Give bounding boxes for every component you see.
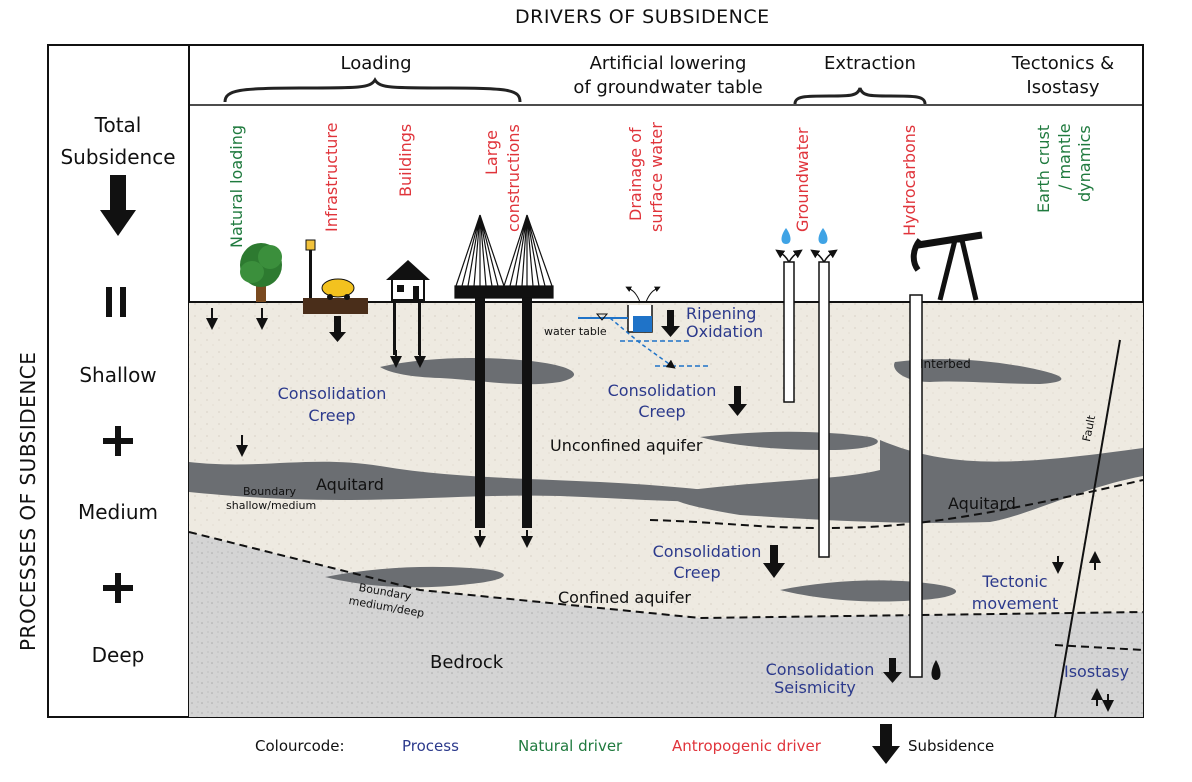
- total-label: Total: [94, 113, 142, 137]
- process-creep-1: Creep: [308, 406, 356, 425]
- brace-loading: [223, 77, 522, 103]
- driver-earth-2: / mantle: [1055, 123, 1074, 190]
- clay-lens-3: [325, 566, 504, 588]
- process-consolidation-2: Consolidation: [607, 381, 717, 400]
- label-boundary-sm-1: Boundary: [243, 485, 296, 498]
- road-car-icon: [303, 239, 368, 314]
- group-extraction: Extraction: [824, 53, 916, 74]
- clay-lens-2: [700, 431, 878, 450]
- driver-drainage-2: surface water: [647, 122, 666, 232]
- diagram-title: DRIVERS OF SUBSIDENCE: [515, 6, 770, 28]
- process-creep-2: Creep: [638, 402, 686, 421]
- label-confined-aquifer: Confined aquifer: [558, 588, 692, 607]
- fault-line: [1054, 339, 1121, 718]
- legend-anthropogenic: Antropogenic driver: [672, 737, 821, 755]
- small-subsidence-arrows: [206, 308, 1114, 712]
- brace-extraction: [793, 87, 927, 105]
- oil-well: [909, 294, 923, 678]
- label-unconfined-aquifer: Unconfined aquifer: [550, 436, 703, 455]
- process-consolidation-3: Consolidation: [652, 542, 762, 561]
- aquitard-deep-lens: [671, 440, 1143, 523]
- pile: [475, 298, 485, 528]
- group-artificial-2: of groundwater table: [573, 77, 763, 98]
- process-seismicity: Seismicity: [774, 678, 856, 697]
- driver-hydrocarbons: Hydrocarbons: [900, 124, 919, 236]
- group-artificial-1: Artificial lowering: [589, 53, 747, 74]
- legend-subsidence: Subsidence: [908, 737, 995, 755]
- label-aquitard-2: Aquitard: [948, 494, 1016, 513]
- pile: [522, 298, 532, 528]
- process-isostasy: Isostasy: [1064, 662, 1130, 681]
- process-consolidation-4: Consolidation: [765, 660, 875, 679]
- tree-icon: [240, 243, 282, 302]
- process-creep-3: Creep: [673, 563, 721, 582]
- group-tectonics-2: Isostasy: [1026, 77, 1100, 98]
- bridge-icon: [454, 214, 554, 299]
- process-tectonic-1: Tectonic: [982, 572, 1048, 591]
- driver-groundwater: Groundwater: [793, 127, 812, 232]
- legend-label: Colourcode:: [255, 737, 345, 755]
- processes-label: PROCESSES OF SUBSIDENCE: [16, 351, 40, 651]
- group-loading: Loading: [340, 53, 412, 74]
- label-boundary-sm-2: shallow/medium: [226, 499, 317, 512]
- driver-large-1: Large: [482, 129, 501, 175]
- interbed-lens: [894, 359, 1062, 384]
- oil-drop-icon: [931, 660, 941, 680]
- medium-label: Medium: [78, 500, 158, 524]
- process-consolidation-1: Consolidation: [277, 384, 387, 403]
- driver-earth-3: dynamics: [1075, 125, 1094, 202]
- deep-label: Deep: [91, 643, 145, 667]
- total-label-2: Subsidence: [60, 145, 176, 169]
- legend-process: Process: [402, 737, 459, 755]
- driver-large-2: constructions: [504, 124, 523, 232]
- label-aquitard-1: Aquitard: [316, 475, 384, 494]
- shallow-label: Shallow: [79, 363, 157, 387]
- driver-natural-loading: Natural loading: [227, 124, 246, 248]
- label-water-table: water table: [544, 325, 607, 338]
- bedrock-area: [189, 532, 1143, 717]
- process-oxidation: Oxidation: [686, 322, 764, 341]
- groundwater-wells-icon: [775, 228, 838, 558]
- driver-infrastructure: Infrastructure: [322, 122, 341, 232]
- driver-buildings: Buildings: [396, 123, 415, 197]
- subsidence-arrows: [329, 310, 902, 683]
- driver-earth-1: Earth crust: [1034, 124, 1053, 213]
- process-tectonic-2: movement: [971, 594, 1059, 613]
- drainage-ditch-icon: [578, 286, 710, 369]
- label-interbed: Interbed: [920, 357, 971, 371]
- driver-drainage-1: Drainage of: [626, 127, 645, 221]
- legend-arrow-icon: [872, 724, 900, 764]
- group-tectonics-1: Tectonics &: [1011, 53, 1115, 74]
- house-icon: [386, 260, 430, 301]
- label-bedrock: Bedrock: [430, 652, 504, 673]
- process-ripening: Ripening: [686, 304, 757, 323]
- total-arrow-icon: [100, 175, 136, 236]
- legend-natural: Natural driver: [518, 737, 623, 755]
